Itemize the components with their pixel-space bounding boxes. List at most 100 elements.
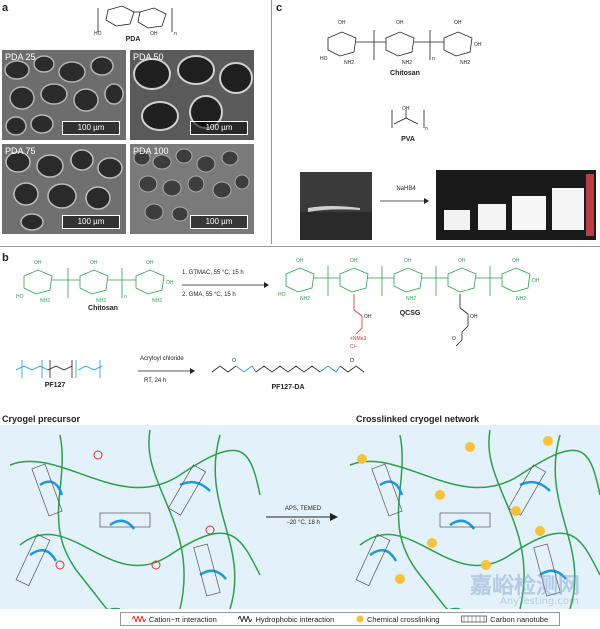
panel-a-letter: a: [2, 2, 9, 14]
legend-cation-pi-label: Cation−π interaction: [148, 614, 217, 624]
svg-text:OH: OH: [34, 260, 42, 266]
svg-text:NH2: NH2: [300, 296, 310, 302]
svg-text:OH: OH: [364, 314, 372, 320]
svg-text:OH: OH: [458, 258, 466, 264]
nanotube-icon: [461, 615, 488, 623]
sem-label: PDA 100: [133, 146, 169, 156]
svg-text:NH2: NH2: [344, 60, 354, 66]
svg-text:NH2: NH2: [402, 60, 412, 66]
svg-text:OH: OH: [402, 106, 410, 112]
svg-text:OH: OH: [146, 260, 154, 266]
aps-temed: APS, TEMED: [284, 506, 322, 512]
sem-image-pda100: PDA 100 100 µm: [130, 144, 254, 234]
svg-text:OH: OH: [338, 20, 346, 26]
svg-text:OH: OH: [512, 258, 520, 264]
svg-text:OH: OH: [396, 20, 404, 26]
legend: Cation−π interaction Hydrophobic interac…: [120, 612, 560, 626]
legend-cation-pi: Cation−π interaction: [131, 614, 217, 624]
svg-text:OH: OH: [532, 278, 540, 284]
watermark-en: AnyTesting.com: [500, 596, 579, 607]
crosslink-dot-icon: [356, 615, 364, 623]
svg-text:NH2: NH2: [96, 298, 106, 304]
pva-structure: OH n: [391, 106, 428, 132]
legend-crosslinking-label: Chemical crosslinking: [366, 614, 440, 624]
sem-texture: [2, 50, 126, 140]
svg-text:OH: OH: [296, 258, 304, 264]
legend-hydrophobic: Hydrophobic interaction: [238, 615, 334, 624]
svg-text:NH2: NH2: [460, 60, 470, 66]
legend-nanotube-label: Carbon nanotube: [490, 614, 549, 624]
sem-image-pda50: PDA 50 100 µm: [130, 50, 254, 140]
watermark-cn: 嘉峪检测网: [470, 574, 581, 599]
svg-text:n: n: [425, 126, 428, 132]
photo-scene: [300, 172, 372, 240]
panel-c-letter: c: [276, 2, 283, 14]
step1-conditions: 1. GTMAC, 55 °C, 15 h: [182, 270, 244, 276]
pda-structure: HO OH n: [94, 5, 177, 37]
svg-text:n: n: [174, 31, 177, 37]
scale-bar: 100 µm: [190, 121, 248, 135]
svg-text:OH: OH: [350, 258, 358, 264]
legend-crosslinking: Chemical crosslinking: [356, 614, 440, 624]
sem-label: PDA 75: [5, 146, 36, 156]
svg-text:OH: OH: [470, 314, 478, 320]
photo-scene: [436, 170, 596, 240]
photo-precursor: [300, 172, 372, 240]
scale-bar: 100 µm: [62, 215, 120, 229]
horizontal-divider: [0, 246, 600, 247]
pf127-structure: [15, 360, 103, 378]
legend-hydrophobic-label: Hydrophobic interaction: [255, 614, 335, 624]
zigzag-icon: [131, 616, 146, 622]
svg-text:NH2: NH2: [406, 296, 416, 302]
svg-text:NH2: NH2: [152, 298, 162, 304]
svg-text:O: O: [350, 358, 354, 364]
sem-image-pda25: PDA 25 100 µm: [2, 50, 126, 140]
panel-b-letter: b: [2, 252, 9, 264]
precursor-title: Cryogel precursor: [2, 414, 81, 424]
reaction-arrow-b1: [182, 282, 269, 288]
svg-text:n: n: [124, 294, 127, 300]
svg-text:OH: OH: [166, 280, 174, 286]
svg-text:O: O: [452, 336, 456, 342]
legend-nanotube: Carbon nanotube: [461, 615, 548, 624]
pda-label: PDA: [125, 36, 141, 43]
network-title: Crosslinked cryogel network: [356, 414, 480, 424]
step2-conditions: 2. GMA, 55 °C, 15 h: [182, 292, 236, 298]
svg-text:Cl−: Cl−: [350, 344, 358, 350]
reaction-arrow-c: [380, 198, 429, 204]
sem-label: PDA 50: [133, 52, 164, 62]
svg-text:HO: HO: [278, 292, 286, 298]
svg-text:OH: OH: [454, 20, 462, 26]
reaction-arrow-b2: [138, 368, 195, 374]
vertical-divider: [271, 0, 272, 244]
chitosan-label-c: Chitosan: [390, 70, 420, 77]
svg-text:O: O: [232, 358, 236, 364]
pva-label: PVA: [401, 136, 415, 143]
chitosan-label-b: Chitosan: [88, 305, 118, 312]
svg-text:+NMe3: +NMe3: [350, 336, 366, 342]
svg-text:HO: HO: [94, 31, 102, 37]
acryloyl-reagent: Acryloyl chloride: [140, 356, 184, 362]
cryogel-diagram: [0, 425, 600, 609]
zigzag-icon: [238, 616, 253, 622]
scale-bar: 100 µm: [62, 121, 120, 135]
pf127-label: PF127: [44, 382, 66, 389]
svg-text:NH2: NH2: [40, 298, 50, 304]
sem-image-pda75: PDA 75 100 µm: [2, 144, 126, 234]
qcsg-label: QCSG: [399, 310, 421, 317]
pf127-da-label: PF127-DA: [271, 384, 305, 391]
scale-bar: 100 µm: [190, 215, 248, 229]
rt-conditions: RT, 24 h: [144, 378, 167, 384]
svg-text:OH: OH: [90, 260, 98, 266]
svg-text:OH: OH: [474, 42, 482, 48]
sem-label: PDA 25: [5, 52, 36, 62]
svg-text:NH2: NH2: [516, 296, 526, 302]
svg-text:HO: HO: [320, 56, 328, 62]
svg-text:OH: OH: [404, 258, 412, 264]
svg-text:OH: OH: [150, 31, 158, 37]
photo-cryogels: [436, 170, 596, 240]
